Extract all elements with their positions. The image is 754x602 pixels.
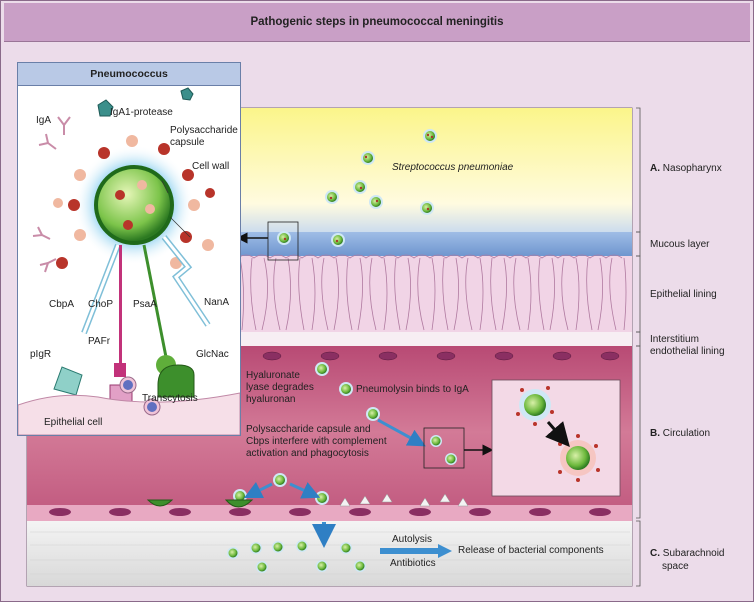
inset-title: Pneumococcus (18, 63, 240, 86)
transcytosis-vesicles (119, 376, 161, 416)
subarachnoid-letter: C. (650, 548, 660, 559)
mucous-label: Mucous layer (650, 239, 710, 250)
label-leaders (161, 180, 191, 238)
epithelial-cells (237, 254, 627, 331)
nasopharynx-text: Nasopharynx (662, 163, 722, 174)
release-label: Release of bacterial components (458, 545, 604, 556)
extravasation-arrows (243, 481, 336, 548)
epithelial-cell-shape (18, 392, 240, 435)
nana-label: NanA (204, 297, 230, 308)
circulation-arrow (377, 418, 426, 447)
chop-label: ChoP (88, 299, 114, 310)
endothelial-cells-top (262, 351, 620, 361)
pneumococcus-inset: Pneumococcus (17, 62, 241, 436)
transcytosis-label: Transcytosis (142, 393, 198, 404)
pneumococcus-cell (98, 169, 170, 241)
hyaluronate-line-1: Hyaluronate (246, 370, 300, 381)
autolysis-label: Autolysis (392, 534, 433, 545)
complement-detail (516, 386, 600, 482)
bacteria-nasopharynx (277, 129, 437, 247)
subarachnoid-text: Subarachnoid (662, 548, 725, 559)
capsule-line-2: Cbps interfere with complement (246, 436, 387, 447)
bacteria-subarachnoid (227, 540, 366, 573)
iga-label: IgA (36, 115, 52, 126)
nasopharynx-letter: A. (650, 163, 660, 174)
title-bar: Pathogenic steps in pneumococcal meningi… (4, 3, 750, 42)
junction-fragments (339, 493, 469, 507)
receptors (53, 364, 195, 408)
figure-title: Pathogenic steps in pneumococcal meningi… (250, 16, 504, 28)
psaa-label: PsaA (133, 299, 157, 310)
cell-wall-label: Cell wall (192, 161, 230, 172)
epithelial-cell-label: Epithelial cell (44, 417, 103, 428)
circulation-label: B. Circulation (650, 428, 710, 440)
receptor-cups (146, 499, 254, 508)
polysaccharide-label: Polysaccharide (170, 125, 238, 136)
surface-proteins (53, 135, 215, 269)
circulation-letter: B. (650, 428, 660, 439)
complement-detail-panel (491, 379, 621, 497)
iga1-protease-label: IgA1-protease (110, 107, 173, 118)
zoom-box (267, 221, 299, 261)
iga1-protease-icon (97, 87, 194, 117)
hyaluronate-line-3: hyaluronan (246, 394, 296, 405)
capsule-label: capsule (170, 137, 205, 148)
subarachnoid-label-2: space (662, 561, 689, 572)
interstitium-label-1: Interstitium (650, 334, 699, 345)
epithelial-label: Epithelial lining (650, 289, 717, 300)
circulation-zoom-box (423, 427, 465, 469)
antibiotics-label: Antibiotics (390, 558, 436, 569)
pneumolysin-label: Pneumolysin binds to IgA (356, 384, 469, 395)
capsule-line-1: Polysaccharide capsule and (246, 424, 371, 435)
nasopharynx-label: A. Nasopharynx (650, 163, 722, 175)
glcnac-label: GlcNac (196, 349, 229, 360)
interstitium-label-2: endothelial lining (650, 346, 725, 357)
release-arrow (380, 544, 452, 558)
iga-antibodies (32, 116, 71, 273)
pigr-label: pIgR (30, 349, 52, 360)
subarachnoid-label-1: C. Subarachnoid (650, 548, 725, 560)
endothelial-cells-bottom (49, 508, 611, 516)
cbpa-label: CbpA (49, 299, 75, 310)
strep-label: Streptococcus pneumoniae (392, 162, 514, 173)
layer-brackets (636, 107, 641, 587)
pafr-label: PAFr (88, 336, 111, 347)
capsule-line-3: activation and phagocytosis (246, 448, 369, 459)
inset-canvas (18, 87, 240, 435)
hyaluronate-line-2: lyase degrades (246, 382, 314, 393)
circulation-box-bacteria (430, 435, 457, 465)
circulation-text: Circulation (662, 428, 711, 439)
